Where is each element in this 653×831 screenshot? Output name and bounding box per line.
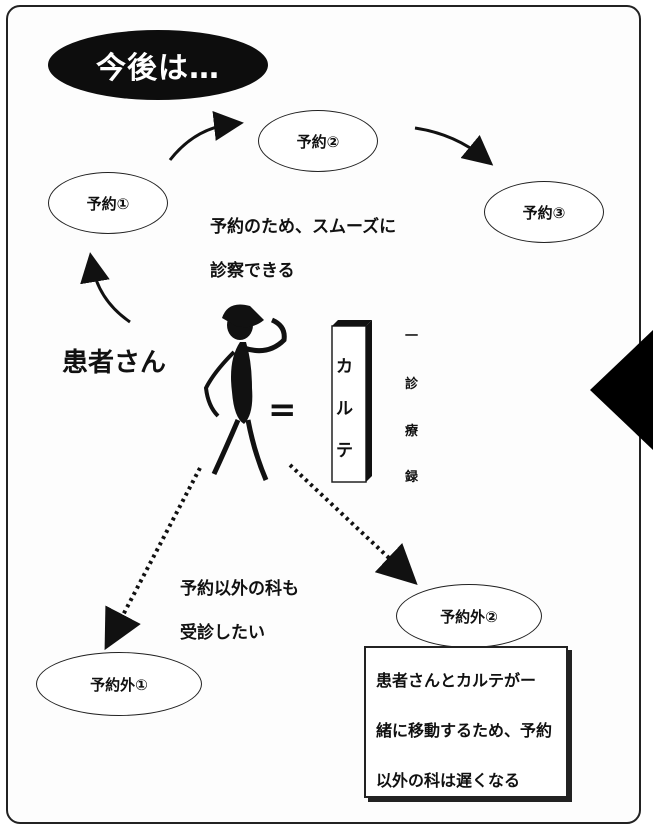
vertical-char-3: 録 [405,470,419,485]
karte-char-1: カ [336,357,353,377]
note-line-2: 緒に移動するため、予約 [376,721,553,740]
title-badge: 今後は… [48,30,268,100]
note-line-3: 以外の科は遅くなる [376,771,521,790]
smooth-line-1: 予約のため、スムーズに [210,217,397,237]
note-box: 患者さんとカルテがー 緒に移動するため、予約 以外の科は遅くなる [364,646,568,798]
patient-figure [203,304,287,481]
node-yoyaku2: 予約② [258,110,378,172]
karte-char-2: ル [336,399,353,419]
arrow-patient-to-yoyaku1 [80,252,131,324]
node-yoyaku1-label: 予約① [86,194,130,213]
equals-sign: = [268,390,297,430]
vertical-char-1: 診 [405,377,419,392]
title-text: 今後は… [96,51,220,86]
node-yoyaku2-label: 予約② [296,132,340,151]
other-dept-line-2: 受診したい [180,623,265,643]
karte-chart-icon [331,320,372,483]
node-gai2-label: 予約外② [440,607,498,626]
node-gai1: 予約外① [36,652,202,716]
arrow-yoyaku2-to-3 [414,126,494,166]
vertical-char-2: 療 [405,424,419,439]
dotted-arrow-to-gai2 [288,463,418,585]
node-gai1-label: 予約外① [90,675,148,694]
node-yoyaku3-label: 予約③ [522,203,566,222]
left-pointing-arrow-icon [590,330,653,450]
note-line-1: 患者さんとカルテがー [376,671,537,690]
other-dept-line-1: 予約以外の科も [180,579,299,599]
vertical-char-0: 一 [405,329,419,344]
node-yoyaku3: 予約③ [484,181,604,243]
node-yoyaku1: 予約① [48,172,168,234]
node-gai2: 予約外② [396,584,542,648]
dotted-arrow-to-gai1 [104,467,202,651]
karte-char-3: テ [336,441,353,461]
arrow-yoyaku1-to-2 [168,111,244,161]
patient-label: 患者さん [62,348,167,378]
smooth-line-2: 診察できる [210,261,295,281]
